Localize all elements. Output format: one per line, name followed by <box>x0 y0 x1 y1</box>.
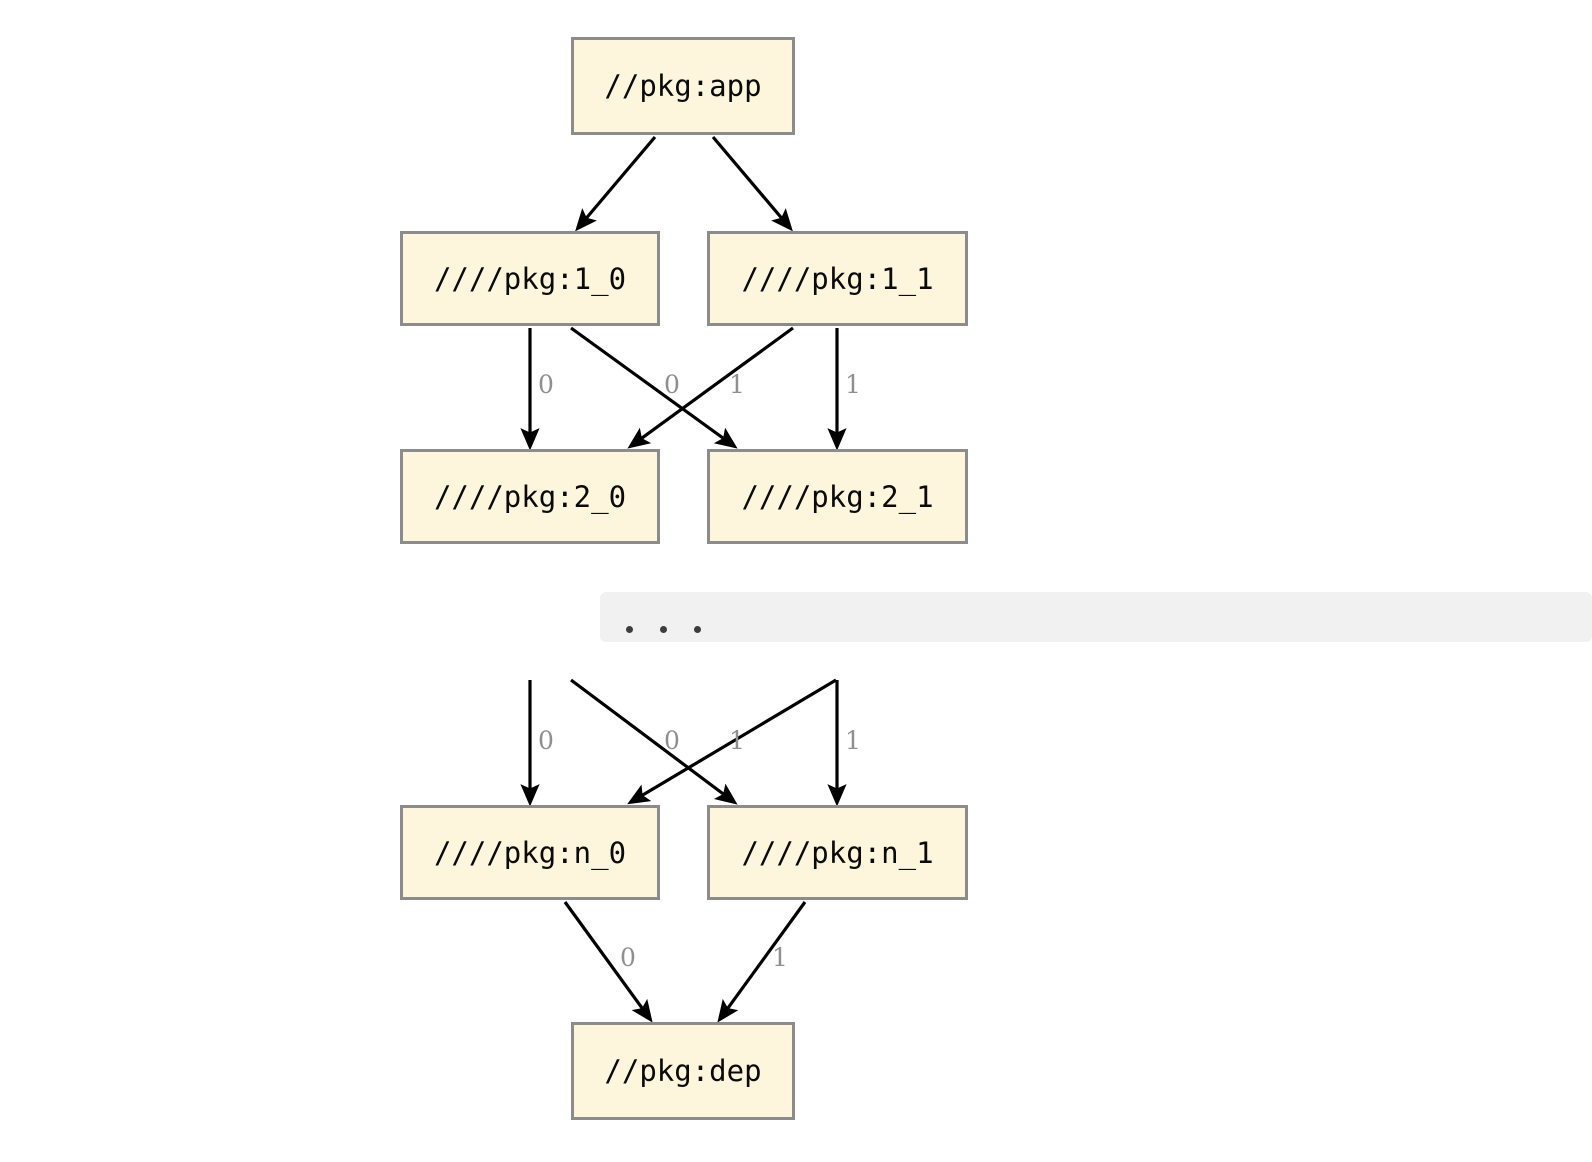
node-nn_1[interactable]: ////pkg:n_1 <box>707 805 968 900</box>
node-label: //pkg:app <box>604 69 762 103</box>
node-label: ////pkg:2_0 <box>433 479 627 514</box>
edge-src-to-nn_0 <box>627 678 837 805</box>
edge-nn_1-to-dep <box>717 901 807 1023</box>
ellipsis-dot <box>694 625 701 633</box>
node-n1_1[interactable]: ////pkg:1_1 <box>707 231 968 326</box>
edge-src-to-nn_1 <box>570 678 738 805</box>
ellipsis-dot <box>626 625 633 633</box>
edge-label: 1 <box>845 370 861 399</box>
node-n2_1[interactable]: ////pkg:2_1 <box>707 449 968 544</box>
edge-n1_1-to-n2_0 <box>627 326 794 449</box>
node-app[interactable]: //pkg:app <box>571 37 795 135</box>
node-label: ////pkg:1_1 <box>741 261 934 296</box>
edge-app-to-n1_1 <box>711 135 793 232</box>
node-label: ////pkg:n_1 <box>741 835 934 870</box>
edge-label: 0 <box>538 726 554 755</box>
edge-label: 0 <box>538 370 554 399</box>
node-dep[interactable]: //pkg:dep <box>571 1022 795 1120</box>
node-label: ////pkg:1_0 <box>433 261 627 296</box>
edge-label: 0 <box>664 726 680 755</box>
ellipsis-dot <box>660 625 667 633</box>
node-label: ////pkg:2_1 <box>741 479 934 514</box>
node-nn_0[interactable]: ////pkg:n_0 <box>400 805 660 900</box>
edge-app-to-n1_0 <box>575 135 657 232</box>
node-label: ////pkg:n_0 <box>433 835 627 870</box>
edge-n1_0-to-n2_1 <box>570 326 738 449</box>
node-n2_0[interactable]: ////pkg:2_0 <box>400 449 660 544</box>
truncation-ellipsis-band <box>600 592 1592 642</box>
node-n1_0[interactable]: ////pkg:1_0 <box>400 231 660 326</box>
edge-label: 0 <box>620 943 636 972</box>
edge-label: 1 <box>772 943 788 972</box>
edge-label: 1 <box>729 726 745 755</box>
edge-label: 1 <box>845 726 861 755</box>
ellipsis-dots <box>626 625 701 633</box>
edge-label: 1 <box>729 370 745 399</box>
node-label: //pkg:dep <box>604 1054 762 1088</box>
edge-label: 0 <box>664 370 680 399</box>
edge-nn_0-to-dep <box>563 901 653 1023</box>
